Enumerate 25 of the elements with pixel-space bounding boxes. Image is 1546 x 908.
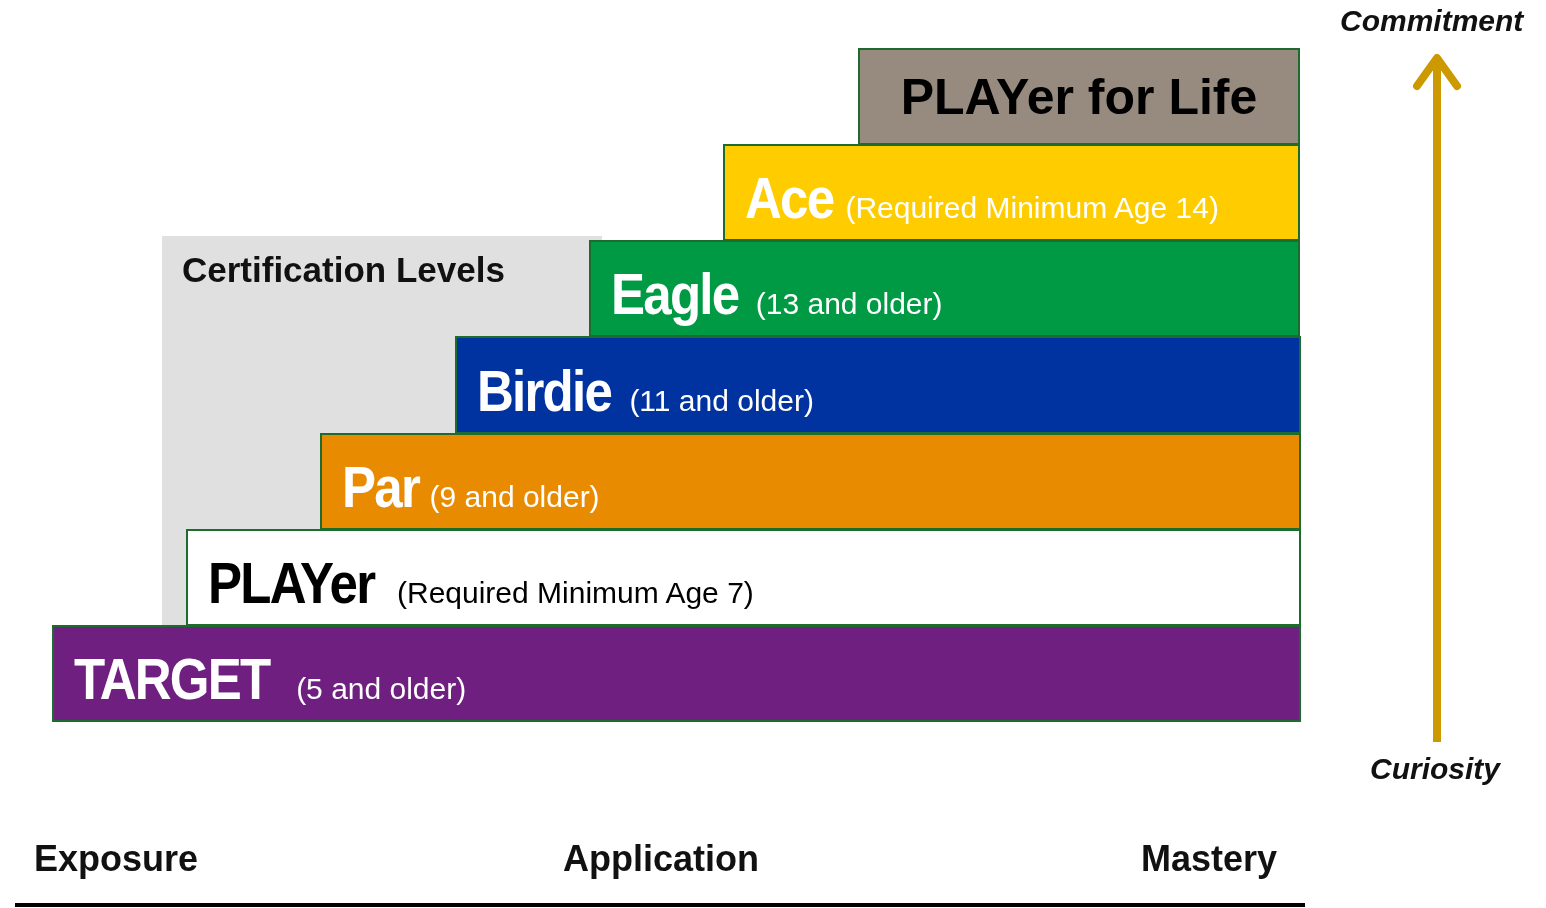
level-step [52, 625, 1301, 722]
level-step [455, 336, 1301, 434]
level-step [589, 240, 1300, 337]
level-step [186, 529, 1301, 626]
level-title: Ace [745, 169, 834, 227]
age-requirement: (Required Minimum Age 7) [397, 578, 754, 608]
axis-label: Curiosity [1370, 752, 1501, 786]
level-title: PLAYer [208, 554, 375, 612]
age-requirement: (5 and older) [296, 674, 467, 704]
age-requirement: (9 and older) [429, 482, 600, 512]
level-step [320, 433, 1301, 530]
level-step [858, 48, 1300, 145]
level-title: PLAYer for Life [900, 67, 1258, 126]
level-step [723, 144, 1300, 241]
scale-label: Exposure [34, 838, 199, 880]
age-requirement: (13 and older) [755, 289, 943, 319]
scale-label: Application [563, 838, 759, 880]
age-requirement: (Required Minimum Age 14) [845, 193, 1219, 223]
section-heading: Certification Levels [182, 250, 505, 290]
scale-label: Mastery [1141, 838, 1278, 880]
level-title: Par [342, 458, 419, 516]
level-title: TARGET [74, 650, 270, 708]
level-title: Birdie [477, 362, 612, 420]
axis-label: Commitment [1340, 4, 1524, 38]
age-requirement: (11 and older) [629, 386, 814, 416]
